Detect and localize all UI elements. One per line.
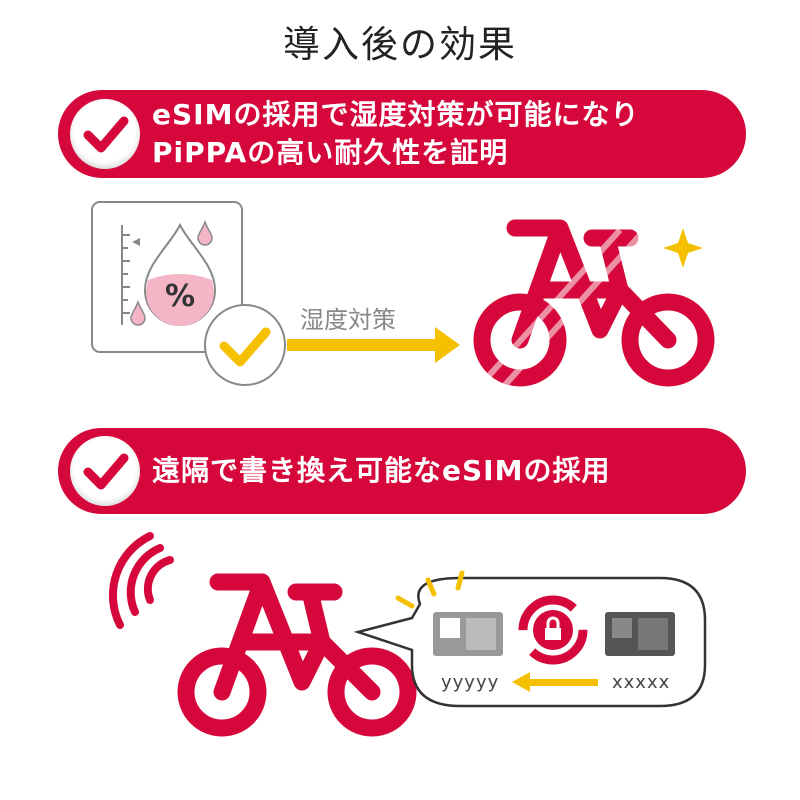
- arrow-head-icon: [435, 327, 460, 363]
- arrow-left: [528, 679, 598, 686]
- banner-line-1: eSIMの採用で湿度対策が可能になり: [152, 98, 640, 131]
- speech-bubble: [353, 576, 707, 708]
- sparkle-icon: [663, 228, 703, 268]
- arrow-head-icon: [512, 672, 530, 692]
- esim-chip-old: [605, 612, 675, 656]
- signal-waves-icon: [108, 532, 174, 629]
- check-icon: [70, 436, 140, 506]
- old-profile-label: xxxxx: [612, 672, 671, 693]
- refresh-lock-icon: [518, 595, 588, 665]
- banner-line-2: PiPPAの高い耐久性を証明: [152, 136, 509, 169]
- check-icon: [70, 99, 140, 169]
- benefit-banner-esim: 遠隔で書き換え可能なeSIMの採用: [58, 428, 746, 514]
- percent-symbol: %: [165, 279, 195, 314]
- arrow-right: [287, 339, 437, 351]
- esim-chip-new: [433, 612, 503, 656]
- new-profile-label: yyyyy: [441, 672, 500, 693]
- banner-text: 遠隔で書き換え可能なeSIMの採用: [152, 454, 611, 487]
- bicycle-icon: [177, 573, 417, 737]
- bicycle-icon: [473, 219, 715, 387]
- shine-lines: [482, 227, 643, 388]
- check-icon: [219, 327, 271, 367]
- humidity-label: 湿度対策: [300, 306, 396, 334]
- page-title: 導入後の効果: [283, 23, 517, 66]
- yellow-check-circle: [204, 304, 286, 386]
- humidity-meter-icon: [91, 201, 243, 353]
- benefit-banner-durability: eSIMの採用で湿度対策が可能になり PiPPAの高い耐久性を証明: [58, 90, 746, 178]
- alert-lines: [395, 570, 465, 609]
